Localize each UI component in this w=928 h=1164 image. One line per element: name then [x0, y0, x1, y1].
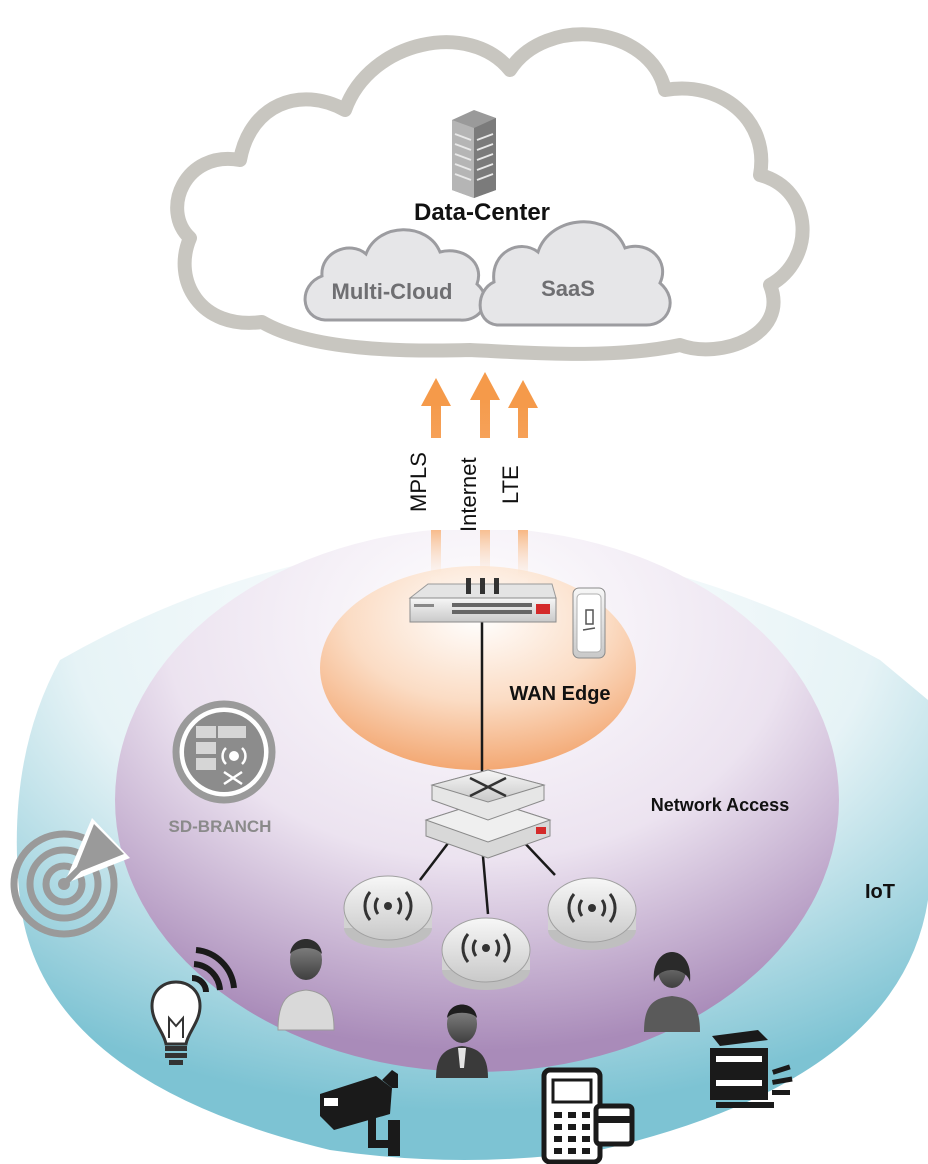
network-access-label: Network Access: [651, 795, 789, 815]
wan-edge-label: WAN Edge: [509, 683, 610, 705]
access-point-icon: [343, 875, 433, 948]
saas-cloud: [478, 220, 672, 327]
user-icon: [644, 952, 700, 1032]
access-point-icon: [441, 917, 531, 990]
access-point-icon: [547, 877, 637, 950]
security-camera-icon: [320, 1070, 400, 1156]
lte-modem-icon: [572, 587, 606, 659]
smart-bulb-icon: [150, 947, 237, 1065]
iot-label: IoT: [865, 881, 895, 903]
building-icon: [452, 110, 496, 198]
network-switch-icon: [424, 769, 552, 859]
saas-label: SaaS: [541, 276, 595, 301]
mpls-label: MPLS: [406, 452, 431, 512]
sd-branch-label: SD-BRANCH: [169, 817, 272, 836]
printer-icon: [710, 1030, 793, 1108]
radar-icon: [10, 818, 130, 938]
user-icon: [277, 939, 335, 1031]
internet-label: Internet: [456, 457, 481, 532]
lte-label: LTE: [498, 465, 523, 504]
multi-cloud-label: Multi-Cloud: [332, 279, 453, 304]
sd-branch-icon: [172, 700, 276, 804]
firewall-appliance-icon: [408, 578, 557, 623]
pos-terminal-icon: [541, 1067, 635, 1164]
multi-cloud-cloud: [303, 228, 487, 322]
data-center-label: Data-Center: [414, 199, 550, 226]
wan-edge-zone: [320, 566, 636, 770]
user-icon: [436, 1004, 488, 1078]
